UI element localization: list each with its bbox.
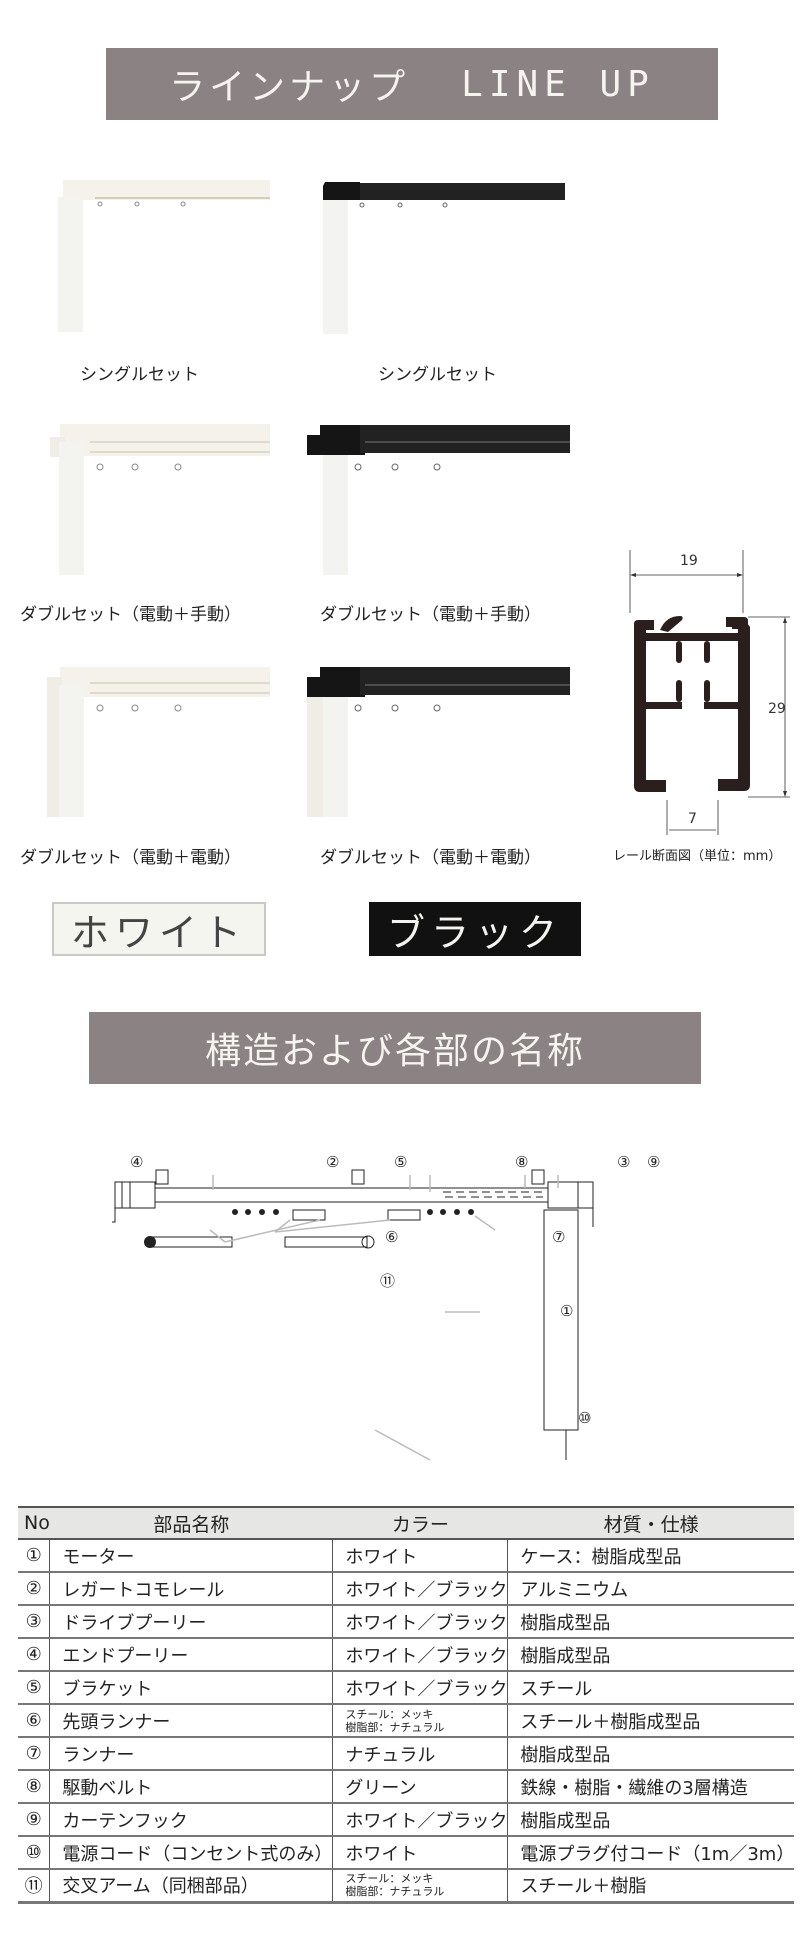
table-header-row: No 部品名称 カラー 材質・仕様	[18, 1506, 795, 1540]
callout-1: ①	[560, 1302, 573, 1320]
product-caption: シングルセット	[378, 365, 497, 385]
callout-2: ②	[326, 1153, 339, 1171]
callout-6: ⑥	[385, 1228, 398, 1246]
product-image-black-double-manual	[307, 425, 570, 575]
callout-8: ⑧	[515, 1153, 528, 1171]
dim-opening-label: 7	[688, 811, 697, 827]
color-option-black: ブラック	[369, 902, 581, 956]
header-name: 部品名称	[49, 1506, 333, 1540]
callout-7: ⑦	[552, 1228, 565, 1246]
product-caption: シングルセット	[80, 365, 199, 385]
lineup-title-ja: ラインナップ	[169, 67, 410, 108]
product-image-white-single	[58, 180, 270, 332]
header-no: No	[18, 1506, 50, 1540]
product-image-black-double-motor	[307, 667, 570, 817]
header-color: カラー	[332, 1506, 508, 1540]
callout-11: ⑪	[380, 1272, 395, 1290]
lineup-title-en: LINE UP	[461, 63, 655, 105]
callout-4: ④	[130, 1153, 143, 1171]
product-caption: ダブルセット（電動＋手動）	[20, 605, 241, 625]
callout-3: ③	[617, 1153, 630, 1171]
product-caption: ダブルセット（電動＋手動）	[320, 605, 541, 625]
callout-10: ⑩	[578, 1409, 591, 1427]
lineup-banner: ラインナップ LINE UP	[106, 48, 718, 120]
product-caption: ダブルセット（電動＋電動）	[320, 848, 541, 868]
structure-banner: 構造および各部の名称	[89, 1012, 701, 1084]
dim-width-label: 19	[680, 553, 698, 569]
callout-9: ⑨	[647, 1153, 660, 1171]
callout-5: ⑤	[394, 1153, 407, 1171]
cross-section-caption: レール断面図（単位：mm）	[613, 849, 782, 864]
product-image-black-single	[323, 182, 565, 334]
structure-diagram: ④ ② ⑤ ⑧ ③ ⑨ ⑥ ⑦ ⑪ ① ⑩	[112, 1153, 660, 1461]
color-option-white: ホワイト	[52, 902, 266, 956]
product-image-white-double-motor	[47, 667, 270, 817]
rail-cross-section-diagram: 19 29 7	[629, 550, 790, 835]
header-material: 材質・仕様	[507, 1506, 795, 1540]
structure-title: 構造および各部の名称	[204, 1031, 585, 1072]
product-caption: ダブルセット（電動＋電動）	[20, 848, 241, 868]
product-image-white-double-manual	[50, 424, 270, 575]
dim-height-label: 29	[768, 701, 786, 717]
